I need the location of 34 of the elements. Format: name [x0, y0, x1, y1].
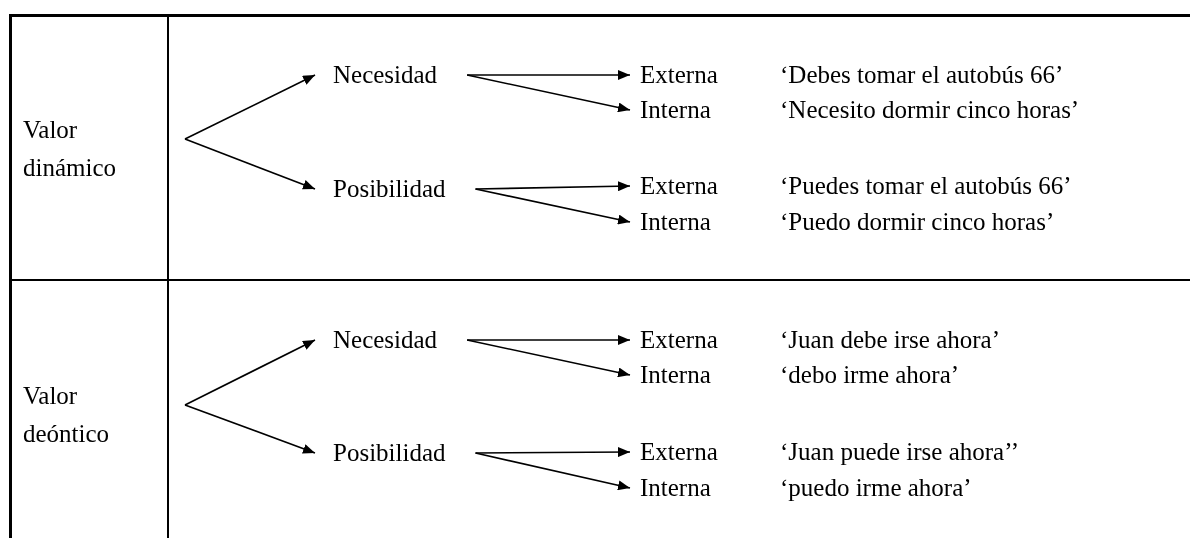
- row-label: Valor dinámico: [23, 115, 118, 183]
- arrow: [184, 339, 316, 406]
- arrow: [474, 447, 631, 458]
- category-label: Necesidad: [333, 325, 438, 355]
- example-sentence: ‘Puedo dormir cinco horas’: [780, 207, 1055, 237]
- example-sentence: ‘Juan puede irse ahora’’: [780, 437, 1019, 467]
- category-label: Posibilidad: [333, 174, 446, 204]
- row-label: Valor deóntico: [23, 381, 111, 449]
- example-sentence: ‘Juan debe irse ahora’: [780, 325, 1001, 355]
- arrow: [474, 452, 631, 491]
- arrow: [474, 181, 631, 192]
- type-label: Externa: [640, 171, 719, 201]
- arrow: [184, 74, 316, 140]
- type-label: Externa: [640, 325, 719, 355]
- type-label: Interna: [640, 473, 712, 503]
- category-label: Posibilidad: [333, 438, 446, 468]
- arrow: [466, 335, 631, 345]
- arrow: [184, 138, 316, 190]
- type-label: Interna: [640, 95, 712, 125]
- arrow: [474, 188, 631, 225]
- example-sentence: ‘Puedes tomar el autobús 66’: [780, 171, 1072, 201]
- arrow: [466, 74, 631, 113]
- type-label: Interna: [640, 360, 712, 390]
- arrow: [184, 404, 316, 454]
- arrow: [466, 70, 631, 80]
- example-sentence: ‘Necesito dormir cinco horas’: [780, 95, 1080, 125]
- type-label: Externa: [640, 437, 719, 467]
- example-sentence: ‘debo irme ahora’: [780, 360, 960, 390]
- type-label: Externa: [640, 60, 719, 90]
- example-sentence: ‘Debes tomar el autobús 66’: [780, 60, 1064, 90]
- category-label: Necesidad: [333, 60, 438, 90]
- example-sentence: ‘puedo irme ahora’: [780, 473, 972, 503]
- type-label: Interna: [640, 207, 712, 237]
- arrow: [466, 339, 631, 378]
